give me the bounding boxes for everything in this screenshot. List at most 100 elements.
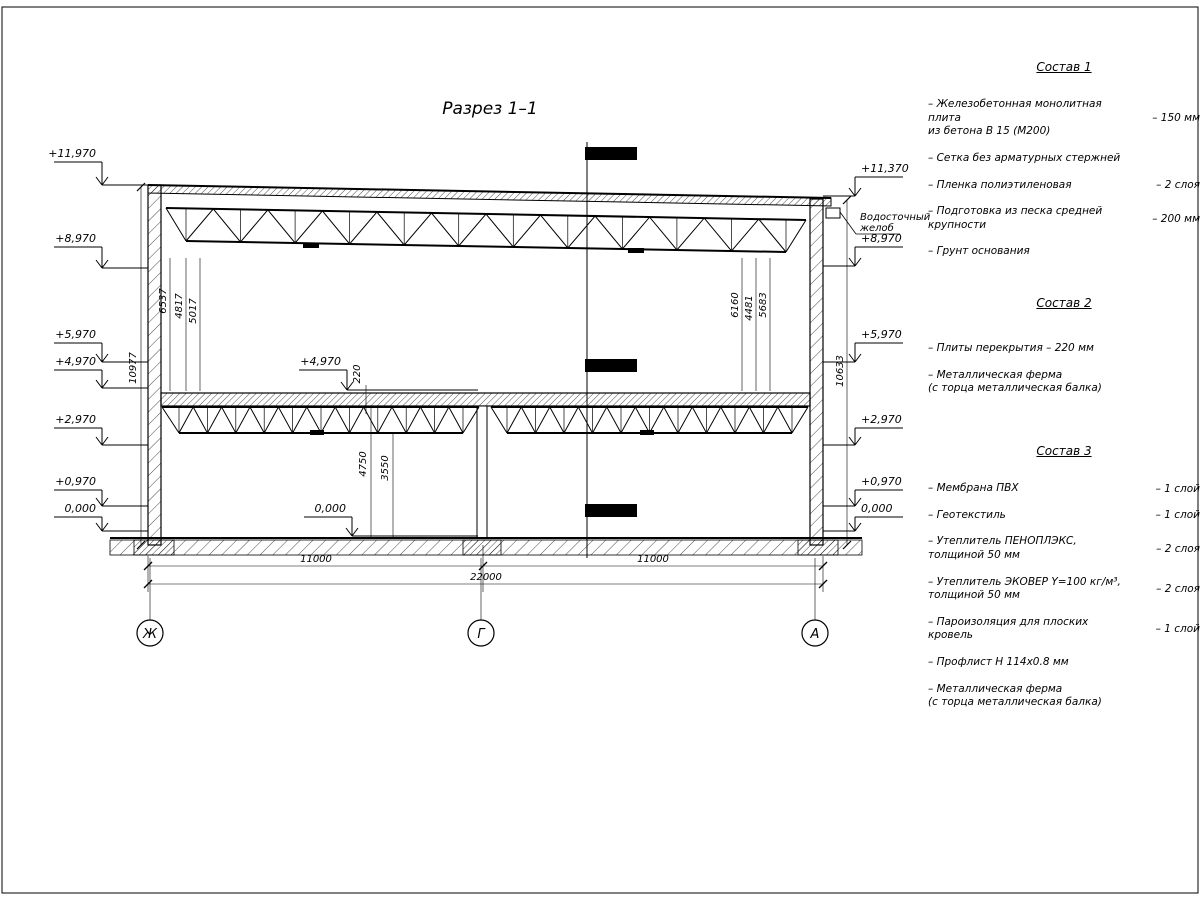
dim-label: 5683 (758, 292, 769, 317)
elevation-mark: +5,970 (54, 328, 148, 363)
axis-label: Г (477, 627, 486, 642)
legend-heading-2: Состав 2 (1036, 296, 1092, 310)
legend-item-label: – Профлист Н 114х0.8 мм (928, 656, 1069, 669)
grid-axes: Ж Г А (136, 558, 829, 647)
elevation-mark: +0,970 (54, 475, 148, 507)
legend-item: – Пленка полиэтиленовая – 2 слоя (928, 179, 1200, 193)
drawing-title: Разрез 1–1 (442, 99, 538, 119)
floor-truss-left (161, 405, 480, 435)
right-wall (809, 198, 824, 546)
roof-top-edge (147, 184, 832, 199)
elevation-mark: +11,370 (823, 162, 909, 197)
legend-item: – Геотекстиль – 1 слой (928, 509, 1200, 523)
legend-item: – Утеплитель ПЕНОПЛЭКС, толщиной 50 мм –… (928, 535, 1200, 562)
gutter-note-line1: Водосточный (860, 212, 931, 223)
dim-label: 4481 (744, 295, 755, 320)
foundation-pad-center (462, 539, 502, 556)
legend-item-label: – Геотекстиль (928, 508, 1006, 521)
legend-heading-1: Состав 1 (1036, 60, 1092, 74)
legend-item-label: – Металлическая ферма (с торца металличе… (928, 368, 1102, 395)
legend-item: – Грунт основания (928, 245, 1200, 259)
middle-column (476, 405, 488, 539)
legend-item-value: – 2 слоя (1156, 542, 1200, 555)
bottom-dimensions: 11000 11000 22000 (143, 545, 828, 592)
dim-label: 11000 (300, 554, 332, 565)
dim-label: 22000 (470, 572, 502, 583)
foundation-pad-right (797, 539, 839, 556)
elevation-mark: +2,970 (54, 413, 148, 446)
legend-item: – Металлическая ферма (с торца металличе… (928, 683, 1200, 710)
legend-item-label: – Грунт основания (928, 245, 1030, 258)
elevation-label: 0,000 (65, 502, 97, 515)
elevation-mark: +2,970 (823, 413, 903, 446)
legend-item-label: – Железобетонная монолитная плита из бет… (928, 98, 1102, 138)
elevation-label: 0,000 (315, 502, 347, 515)
elevation-mark: 0,000 (304, 502, 478, 537)
dim-label: 220 (352, 364, 363, 383)
elevation-mark: +8,970 (54, 232, 148, 269)
elevation-label: +8,970 (55, 232, 96, 245)
dim-label: 11000 (637, 554, 669, 565)
legend-item-label: – Плиты перекрытия – 220 мм (928, 342, 1094, 354)
elevation-label: +0,970 (55, 475, 96, 488)
elevation-mark: +8,970 (823, 232, 903, 267)
dim-label: 4750 (358, 451, 369, 476)
axis-label: А (810, 627, 820, 642)
legend-item-label: – Сетка без арматурных стержней (928, 151, 1121, 164)
dim-label: 6537 (158, 288, 169, 314)
legend-sostav-2: Состав 2 – Плиты перекрытия – 220 мм – М… (928, 296, 1200, 409)
truss-connection-plates (303, 243, 654, 435)
legend-item-value: – 1 слой (1155, 509, 1200, 522)
elevation-label: +4,970 (55, 355, 96, 368)
legend-sostav-1: Состав 1 – Железобетонная монолитная пли… (928, 60, 1200, 272)
gutter-annotation: Водосточный желоб (839, 211, 931, 235)
axis-label: Ж (142, 627, 158, 642)
gutter-note-line2: желоб (859, 222, 894, 234)
dim-label: 10633 (835, 355, 846, 387)
legend-item-label: – Металлическая ферма (с торца металличе… (928, 682, 1102, 709)
dim-label: 6160 (730, 292, 741, 317)
legend-item-value: – 1 слой (1155, 482, 1200, 495)
building-structure (109, 184, 863, 556)
elevation-mark: +11,970 (48, 147, 148, 186)
legend-item-value: – 200 мм (1152, 212, 1200, 225)
legend-item-value: – 2 слоя (1156, 179, 1200, 192)
legend-item: – Железобетонная монолитная плита из бет… (928, 98, 1200, 139)
legend-item: – Мембрана ПВХ – 1 слой (928, 482, 1200, 496)
elevation-label: +2,970 (55, 413, 96, 426)
legend-item: – Пароизоляция для плоских кровель – 1 с… (928, 616, 1200, 643)
legend-item-value: – 2 слоя (1156, 583, 1200, 596)
legend-item-label: – Утеплитель ЭКОВЕР Y=100 кг/м³, толщино… (928, 575, 1121, 602)
legend-heading-3: Состав 3 (1036, 444, 1092, 458)
elevation-label: +11,970 (48, 147, 96, 160)
elevation-mark: 0,000 (54, 502, 148, 532)
legend-item-label: – Пленка полиэтиленовая (928, 178, 1072, 191)
floor-truss-right (490, 405, 809, 435)
elevation-mark: +0,970 (823, 475, 903, 507)
roof-truss (165, 207, 807, 253)
legend-item: – Плиты перекрытия – 220 мм (928, 342, 1200, 356)
legend-item: – Утеплитель ЭКОВЕР Y=100 кг/м³, толщино… (928, 576, 1200, 603)
elevation-label: +4,970 (300, 355, 341, 368)
gutter (825, 207, 841, 219)
legend-item: – Сетка без арматурных стержней (928, 152, 1200, 166)
elevation-label: +8,970 (861, 232, 902, 245)
dim-label: 4817 (174, 293, 185, 319)
legend-item-label: – Пароизоляция для плоских кровель (928, 615, 1089, 642)
elevation-label: +2,970 (861, 413, 902, 426)
legend-item-label: – Подготовка из песка средней крупности (928, 205, 1103, 231)
elevation-mark: 0,000 (823, 502, 903, 532)
legend-item-value: – 1 слой (1155, 623, 1200, 636)
elevation-label: 0,000 (861, 502, 893, 515)
sheet-frame (1, 6, 1199, 894)
left-wall (147, 184, 162, 546)
legend-item-value: – 150 мм (1152, 112, 1200, 125)
vertical-dimension-labels: 10977 6537 4817 5017 220 4750 3550 6160 … (128, 288, 846, 481)
dim-label: 10977 (128, 351, 139, 383)
foundation-pad-left (133, 539, 175, 556)
elevation-label: +0,970 (861, 475, 902, 488)
legend-sostav-3: Состав 3 – Мембрана ПВХ – 1 слой – Геоте… (928, 444, 1200, 723)
elevation-label: +5,970 (861, 328, 902, 341)
section-cut-line (585, 142, 637, 558)
